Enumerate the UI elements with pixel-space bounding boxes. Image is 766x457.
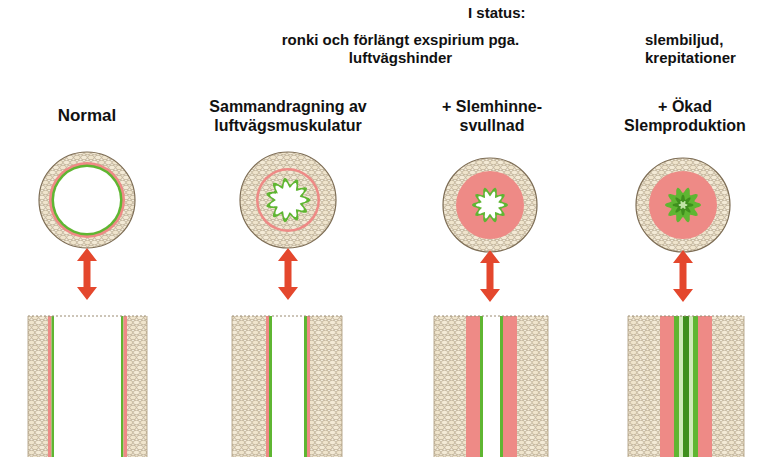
double-arrows <box>77 248 693 302</box>
airway-layer <box>304 316 307 457</box>
inner-tissue <box>259 171 318 230</box>
lumen-outline <box>665 188 701 222</box>
airway-layer <box>269 316 272 457</box>
double-arrow <box>278 248 298 300</box>
section-edge <box>628 316 744 317</box>
swollen-mucosa <box>456 171 524 239</box>
airway-layer <box>124 316 128 457</box>
section-edge <box>28 316 147 317</box>
airway-layer <box>121 316 124 457</box>
airway-layer <box>54 316 121 457</box>
airway-wall <box>636 158 730 252</box>
longitudinal-sections <box>28 316 744 457</box>
section-edge <box>232 316 342 317</box>
airway-layer <box>698 316 712 457</box>
airway-layer <box>307 316 310 457</box>
airway-layer <box>503 316 517 457</box>
section-edge <box>434 316 548 317</box>
lumen-outline <box>270 181 307 218</box>
airway-wall <box>443 158 537 252</box>
airway-layer <box>480 316 483 457</box>
stage-heading: + Ökad Slemproduktion <box>614 97 756 135</box>
airway-layer <box>689 316 693 457</box>
double-arrow <box>480 250 500 302</box>
airway-wall <box>39 152 135 248</box>
lumen-outline <box>472 188 508 222</box>
epithelium-ring <box>52 165 123 236</box>
airway-layer <box>266 316 269 457</box>
status-note: ronki och förlängt exspirium pga. luftvä… <box>278 31 523 67</box>
mucosa-ring <box>256 168 320 232</box>
section-edge <box>342 316 343 457</box>
airway-layer <box>310 316 342 457</box>
section-edge <box>628 316 629 457</box>
airway-layer <box>466 316 480 457</box>
airway-layer <box>272 316 304 457</box>
mucosa-ring <box>49 162 125 238</box>
airway-layer <box>660 316 674 457</box>
swollen-mucosa <box>649 171 717 239</box>
section-edge <box>28 316 29 457</box>
airway-layer <box>517 316 548 457</box>
airway-layer <box>127 316 147 457</box>
section-edge <box>232 316 233 457</box>
airway-layer <box>712 316 744 457</box>
airway-layer <box>28 316 48 457</box>
cross-sections <box>39 152 730 252</box>
airway-layer <box>483 316 500 457</box>
status-heading: I status: <box>468 4 578 22</box>
double-arrow <box>673 250 693 302</box>
airway-layer <box>52 316 55 457</box>
stage-heading: Sammandragning av luftvägsmuskulatur <box>194 97 382 135</box>
section-edge <box>548 316 549 457</box>
lumen-outline <box>673 195 694 216</box>
section-edge <box>434 316 435 457</box>
airway-layer <box>628 316 660 457</box>
airway-layer <box>232 316 266 457</box>
airway-layer <box>679 316 683 457</box>
airway-layer <box>674 316 679 457</box>
stage-heading: Normal <box>35 106 139 126</box>
airway-layer <box>48 316 52 457</box>
airway-wall <box>240 152 336 248</box>
section-edge <box>147 316 148 457</box>
airway-layer <box>683 316 689 457</box>
double-arrow <box>77 248 97 300</box>
lumen-outline <box>476 191 505 218</box>
status-note: slembiljud, krepitationer <box>645 31 757 67</box>
lumen <box>54 167 120 233</box>
lumen-shapes <box>266 178 701 223</box>
lumen-outline <box>679 201 688 209</box>
airway-layer <box>693 316 698 457</box>
airway-layer <box>434 316 466 457</box>
stage-heading: + Slemhinne- svullnad <box>434 97 550 135</box>
lumen-outline <box>266 178 310 223</box>
section-edge <box>744 316 745 457</box>
airway-layer <box>500 316 503 457</box>
